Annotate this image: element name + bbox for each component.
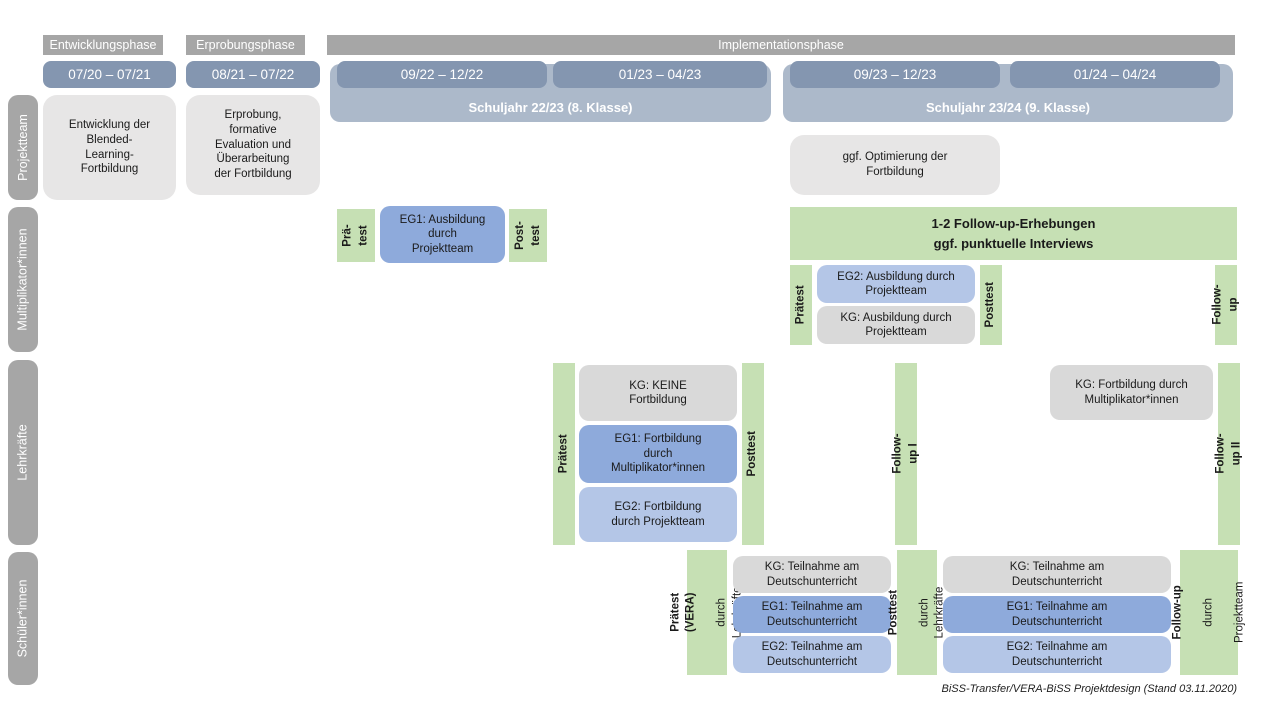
phase-bar-entwicklungsphase: Entwicklungsphase (43, 35, 163, 55)
box-eg1-teilnahme-deutschunterricht-2: EG1: Teilnahme am Deutschunterricht (943, 596, 1171, 633)
box-kg-keine-fortbildung: KG: KEINE Fortbildung (579, 365, 737, 421)
box-entwicklung-fortbildung: Entwicklung der Blended- Learning- Fortb… (43, 95, 176, 200)
box-kg-teilnahme-deutschunterricht-2: KG: Teilnahme am Deutschunterricht (943, 556, 1171, 593)
date-bar-0922-1222: 09/22 – 12/22 (337, 61, 547, 88)
test-bar-sub: durch (1202, 598, 1215, 627)
box-eg2-teilnahme-deutschunterricht-1: EG2: Teilnahme am Deutschunterricht (733, 636, 891, 673)
date-bar-0720-0721: 07/20 – 07/21 (43, 61, 176, 88)
box-kg-fortbildung-multiplikatoren: KG: Fortbildung durch Multiplikator*inne… (1050, 365, 1213, 420)
test-bar-text: Follow-up (1211, 284, 1239, 326)
date-bar-0821-0722: 08/21 – 07/22 (186, 61, 320, 88)
row-label-schuelerinnen: Schüler*innen (8, 552, 38, 685)
test-bar-text: Prätest (794, 285, 807, 325)
date-bar-0923-1223: 09/23 – 12/23 (790, 61, 1000, 88)
box-kg-ausbildung-projektteam: KG: Ausbildung durch Projektteam (817, 306, 975, 344)
date-bar-0124-0424: 01/24 – 04/24 (1010, 61, 1220, 88)
test-bar-main: Prätest (VERA) (669, 592, 697, 633)
test-bar-followup2-lehrkraefte: Follow-up II (1214, 363, 1242, 545)
box-erprobung-evaluation: Erprobung, formative Evaluation und Über… (186, 95, 320, 195)
box-eg2-fortbildung-projektteam: EG2: Fortbildung durch Projektteam (579, 487, 737, 542)
test-bar-posttest-lehrkraefte: Posttest (742, 363, 764, 545)
test-bar-praetest-vera-schueler: Prätest (VERA) durch Lehrkräfte (669, 550, 743, 675)
row-label-multiplikatorinnen: Multiplikator*innen (8, 207, 38, 352)
row-label-lehrkraefte: Lehrkräfte (8, 360, 38, 545)
test-bar-followup1-lehrkraefte: Follow-up I (891, 363, 919, 545)
phase-bar-erprobungsphase: Erprobungsphase (186, 35, 305, 55)
test-bar-text: Post- test (513, 221, 541, 250)
box-kg-teilnahme-deutschunterricht-1: KG: Teilnahme am Deutschunterricht (733, 556, 891, 593)
box-eg1-teilnahme-deutschunterricht-1: EG1: Teilnahme am Deutschunterricht (733, 596, 891, 633)
box-eg1-ausbildung-projektteam: EG1: Ausbildung durch Projektteam (380, 206, 505, 263)
test-bar-praetest-lehrkraefte: Prätest (553, 363, 575, 545)
test-bar-main: Follow-up (1171, 585, 1184, 640)
test-bar-followup-schueler: Follow-up durch Projektteam (1171, 550, 1245, 675)
test-bar-posttest-multiplikatoren-1: Post- test (509, 209, 547, 262)
row-label-text: Lehrkräfte (15, 424, 30, 481)
footer-caption: BiSS-Transfer/VERA-BiSS Projektdesign (S… (941, 683, 1237, 695)
test-bar-text: Follow-up II (1214, 433, 1242, 475)
test-bar-text: Prä- test (341, 224, 369, 247)
bar-followup-erhebungen: 1-2 Follow-up-Erhebungen ggf. punktuelle… (790, 207, 1237, 260)
test-bar-posttest-multiplikatoren-2: Posttest (980, 265, 1002, 345)
row-label-text: Projektteam (15, 114, 30, 181)
box-eg2-teilnahme-deutschunterricht-2: EG2: Teilnahme am Deutschunterricht (943, 636, 1171, 673)
test-bar-followup-multiplikatoren: Follow-up (1211, 265, 1239, 345)
phase-bar-implementationsphase: Implementationsphase (327, 35, 1235, 55)
test-bar-text: Prätest (557, 434, 570, 474)
box-eg1-fortbildung-multiplikatoren: EG1: Fortbildung durch Multiplikator*inn… (579, 425, 737, 483)
test-bar-sub: Projektteam (1233, 581, 1246, 644)
box-optimierung-fortbildung: ggf. Optimierung der Fortbildung (790, 135, 1000, 195)
test-bar-text: Follow-up durch Projektteam (1155, 582, 1264, 643)
test-bar-main: Posttest (886, 589, 899, 636)
test-bar-text: Posttest (746, 431, 759, 477)
row-label-projektteam: Projektteam (8, 95, 38, 200)
date-bar-0123-0423: 01/23 – 04/23 (553, 61, 767, 88)
test-bar-praetest-multiplikatoren-2: Prätest (790, 265, 812, 345)
test-bar-posttest-schueler: Posttest durch Lehrkräfte (887, 550, 946, 675)
box-eg2-ausbildung-projektteam: EG2: Ausbildung durch Projektteam (817, 265, 975, 303)
test-bar-text: Follow-up I (891, 433, 919, 475)
row-label-text: Multiplikator*innen (15, 228, 30, 331)
test-bar-text: Posttest (984, 282, 997, 328)
test-bar-praetest-multiplikatoren-1: Prä- test (337, 209, 375, 262)
row-label-text: Schüler*innen (15, 579, 30, 658)
